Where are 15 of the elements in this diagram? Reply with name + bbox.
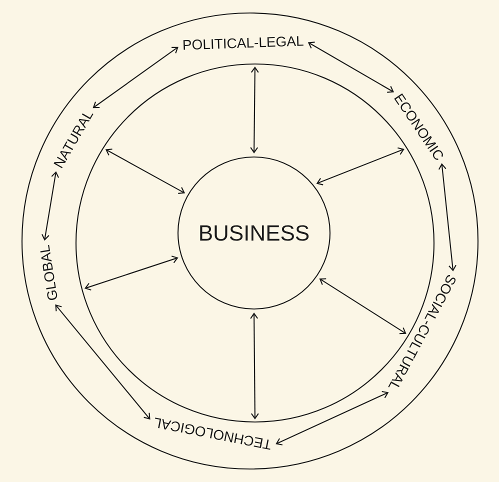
double-arrow xyxy=(42,171,60,241)
double-arrow xyxy=(308,42,394,93)
outer-circle xyxy=(21,12,479,470)
double-arrow xyxy=(250,66,259,154)
ring-label: POLITICAL-LEGAL xyxy=(183,36,304,50)
double-arrow xyxy=(250,312,259,420)
double-arrow xyxy=(55,304,150,420)
double-arrow xyxy=(438,163,456,272)
ring-label: GLOBAL xyxy=(40,244,58,300)
double-arrow xyxy=(316,147,404,186)
double-arrow xyxy=(92,46,178,108)
double-arrow xyxy=(105,148,186,194)
double-arrow xyxy=(84,256,178,291)
double-arrow xyxy=(276,390,389,446)
double-arrow xyxy=(319,278,406,334)
